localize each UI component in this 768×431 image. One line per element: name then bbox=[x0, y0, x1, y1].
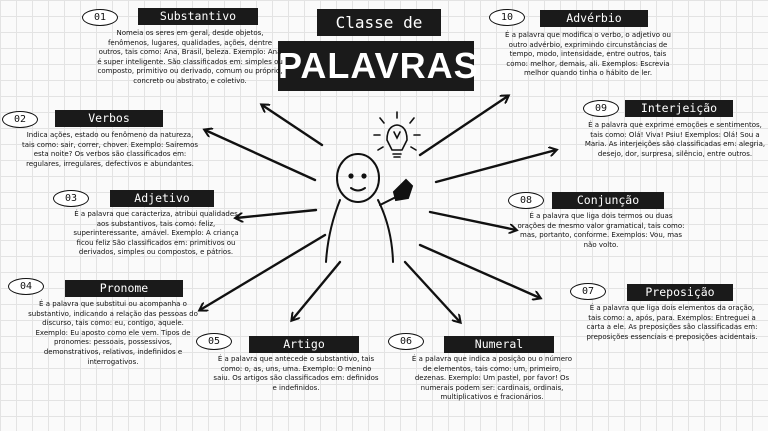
label-adverbio: Advérbio bbox=[540, 10, 648, 27]
number-badge-05: 05 bbox=[196, 333, 232, 350]
label-preposicao: Preposição bbox=[627, 284, 733, 301]
label-adjetivo: Adjetivo bbox=[110, 190, 214, 207]
number-badge-06: 06 bbox=[388, 333, 424, 350]
number-badge-04: 04 bbox=[8, 278, 44, 295]
desc-verbos: Indica ações, estado ou fenômeno da natu… bbox=[21, 131, 198, 168]
label-numeral: Numeral bbox=[444, 336, 554, 353]
arrow-verbos bbox=[205, 130, 317, 182]
desc-artigo: É a palavra que antecede o substantivo, … bbox=[213, 355, 379, 392]
number-badge-07: 07 bbox=[570, 283, 606, 300]
desc-pronome: É a palavra que substitui ou acompanha o… bbox=[28, 300, 198, 366]
title-line-1: Classe de bbox=[317, 9, 441, 36]
desc-interjeicao: É a palavra que exprime emoções e sentim… bbox=[584, 121, 766, 158]
arrow-adjetivo bbox=[236, 208, 318, 218]
number-badge-09: 09 bbox=[583, 100, 619, 117]
lightbulb-icon bbox=[373, 111, 421, 158]
desc-numeral: É a palavra que indica a posição ou o nú… bbox=[411, 355, 573, 402]
arrow-interjeicao bbox=[434, 150, 556, 184]
label-conjuncao: Conjunção bbox=[552, 192, 664, 209]
label-substantivo: Substantivo bbox=[138, 8, 258, 25]
arrow-artigo bbox=[292, 260, 342, 320]
desc-adjetivo: É a palavra que caracteriza, atribui qua… bbox=[73, 210, 239, 257]
label-pronome: Pronome bbox=[65, 280, 183, 297]
arrow-pronome bbox=[200, 233, 327, 310]
desc-conjuncao: É a palavra que liga dois termos ou duas… bbox=[517, 212, 685, 249]
arrow-adverbio bbox=[418, 96, 508, 157]
desc-adverbio: É a palavra que modifica o verbo, o adje… bbox=[505, 31, 671, 78]
title-line-2: PALAVRAS bbox=[278, 41, 478, 91]
label-verbos: Verbos bbox=[55, 110, 163, 127]
number-badge-02: 02 bbox=[2, 111, 38, 128]
person-illustration bbox=[325, 153, 414, 263]
arrow-substantivo bbox=[262, 105, 324, 147]
desc-preposicao: É a palavra que liga dois elementos da o… bbox=[586, 304, 758, 341]
arrow-conjuncao bbox=[428, 210, 516, 230]
number-badge-08: 08 bbox=[508, 192, 544, 209]
number-badge-03: 03 bbox=[53, 190, 89, 207]
arrow-numeral bbox=[403, 260, 460, 322]
arrow-preposicao bbox=[418, 243, 540, 298]
number-badge-01: 01 bbox=[82, 9, 118, 26]
number-badge-10: 10 bbox=[489, 9, 525, 26]
desc-substantivo: Nomeia os seres em geral, desde objetos,… bbox=[97, 29, 283, 85]
label-interjeicao: Interjeição bbox=[625, 100, 733, 117]
label-artigo: Artigo bbox=[249, 336, 359, 353]
